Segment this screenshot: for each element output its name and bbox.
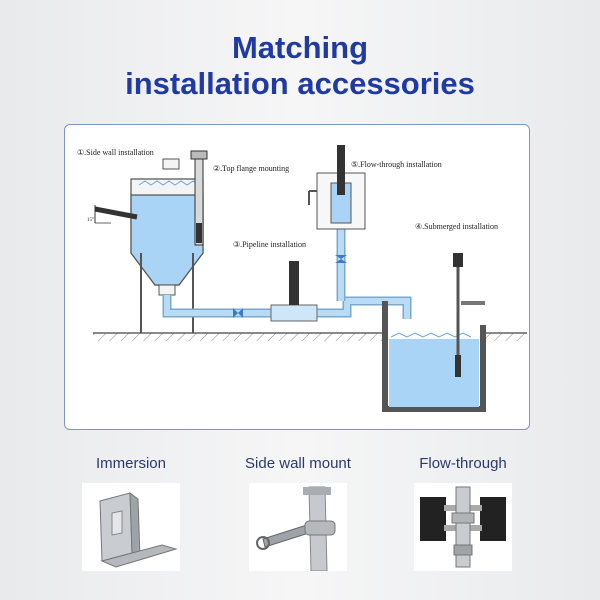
installation-diagram-svg: ①.Side wall installation ②.Top flange mo…: [77, 145, 527, 412]
pipeline: [162, 229, 412, 322]
label-flow-through: ⑤.Flow-through installation: [351, 160, 442, 169]
title-line-2: installation accessories: [125, 66, 475, 101]
installation-diagram: ①.Side wall installation ②.Top flange mo…: [64, 124, 530, 430]
side-wall-sensor: [94, 205, 138, 224]
accessory-immersion: Immersion: [46, 455, 216, 571]
accessory-label-flow-through: Flow-through: [419, 455, 507, 472]
page-title: Matching installation accessories: [0, 30, 600, 102]
accessory-label-side-wall: Side wall mount: [245, 455, 351, 472]
top-flange-sensor: [190, 150, 208, 246]
accessory-flow-through: Flow-through: [378, 455, 548, 571]
title-line-1: Matching: [231, 30, 369, 65]
accessory-side-wall: Side wall mount: [213, 455, 383, 572]
immersion-bracket-icon: [82, 483, 180, 571]
side-wall-clamp-icon: [249, 483, 347, 572]
flow-through-cell: [308, 145, 366, 230]
label-angle: 15°: [87, 218, 94, 223]
label-top-flange: ②.Top flange mounting: [213, 164, 289, 173]
label-pipeline: ③.Pipeline installation: [233, 240, 306, 249]
label-side-wall: ①.Side wall installation: [77, 148, 154, 157]
flow-through-cell-icon: [414, 483, 512, 571]
accessory-label-immersion: Immersion: [95, 455, 166, 472]
tank: [130, 158, 204, 333]
submerged-pit: [382, 253, 486, 412]
label-submerged: ④.Submerged installation: [415, 222, 498, 231]
